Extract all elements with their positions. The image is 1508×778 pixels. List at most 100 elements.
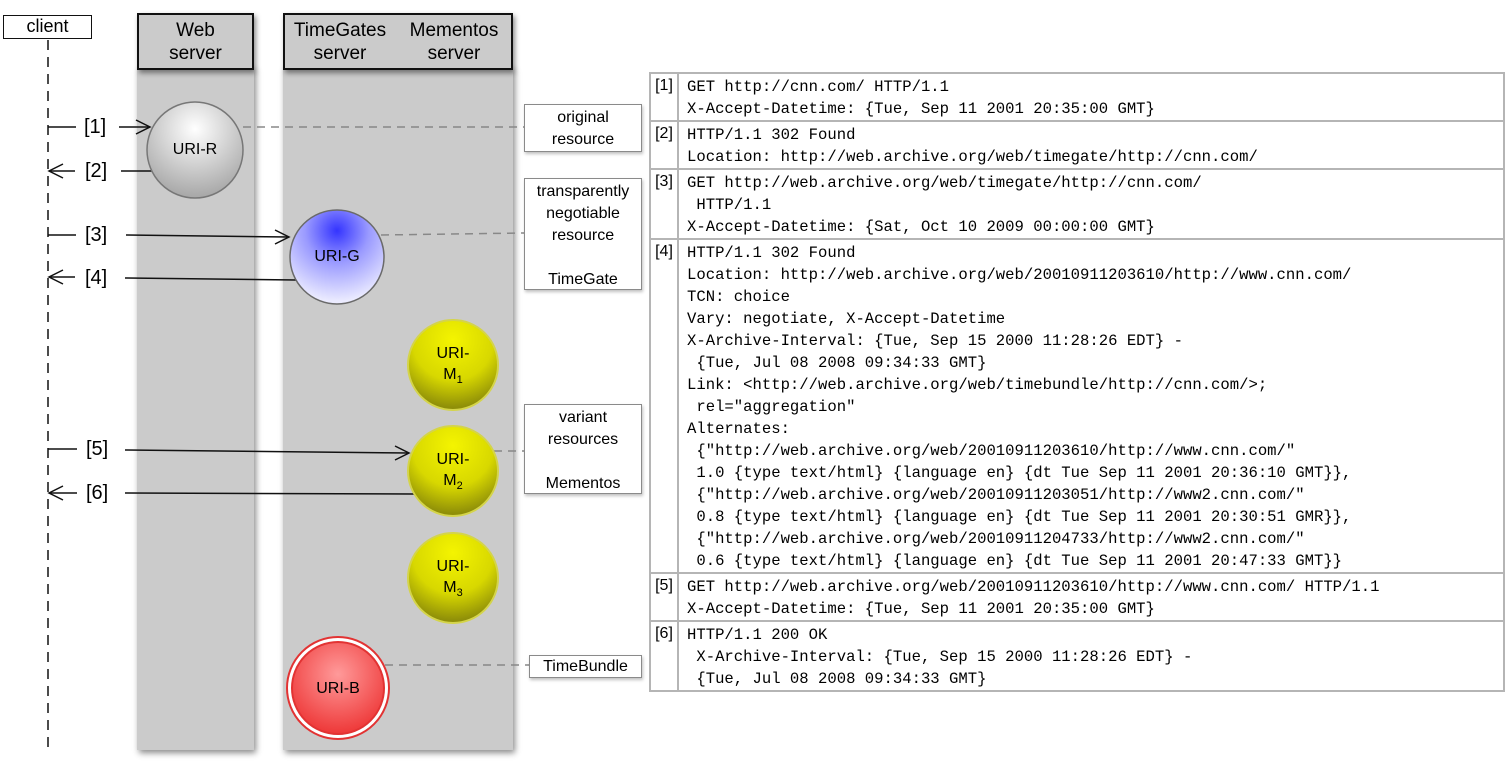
step-5-arrowhead bbox=[394, 445, 411, 461]
step-3-arrowhead bbox=[274, 229, 291, 245]
note-mementos-line: variant bbox=[558, 409, 608, 426]
message-id: [3] bbox=[649, 168, 679, 240]
note-timegate-line: resource bbox=[551, 227, 615, 244]
step-3-label: [3] bbox=[85, 224, 108, 246]
message-line: HTTP/1.1 bbox=[687, 196, 772, 214]
step-4-return-line bbox=[124, 277, 297, 281]
step-3-arrow-line bbox=[125, 234, 290, 238]
step-5-arrow-line bbox=[124, 449, 410, 454]
message-line: Alternates: bbox=[687, 420, 790, 438]
message-line: 0.6 {type text/html} {language en} {dt T… bbox=[687, 552, 1343, 570]
step-5-label: [5] bbox=[86, 438, 109, 460]
note-mementos: variant resources Mementos bbox=[524, 404, 642, 494]
step-1-label: [1] bbox=[84, 116, 107, 138]
message-line: X-Accept-Datetime: {Sat, Oct 10 2009 00:… bbox=[687, 218, 1155, 236]
message-line: HTTP/1.1 302 Found bbox=[687, 244, 856, 262]
step-1-arrowhead bbox=[135, 119, 152, 135]
uri-m1-label-main: URI- M bbox=[436, 345, 470, 383]
message-line: Location: http://web.archive.org/web/200… bbox=[687, 266, 1352, 284]
note-original-resource: original resource bbox=[524, 104, 642, 152]
archive-server-header: TimeGates server Mementos server bbox=[283, 13, 513, 70]
uri-m3-label-sub: 3 bbox=[456, 587, 463, 599]
message-body: HTTP/1.1 200 OK X-Archive-Interval: {Tue… bbox=[677, 620, 1505, 692]
message-line: X-Archive-Interval: {Tue, Sep 15 2000 11… bbox=[687, 648, 1193, 666]
web-server-title: Web server bbox=[169, 20, 222, 64]
uri-g-node bbox=[289, 209, 385, 305]
web-server-header: Web server bbox=[137, 13, 254, 70]
message-line: 0.8 {type text/html} {language en} {dt T… bbox=[687, 508, 1352, 526]
message-id: [6] bbox=[649, 620, 679, 692]
message-id: [4] bbox=[649, 238, 679, 574]
message-line: TCN: choice bbox=[687, 288, 790, 306]
note-original-line: original bbox=[557, 109, 609, 126]
connector-timegate bbox=[380, 232, 525, 236]
note-timegate-line: negotiable bbox=[546, 205, 620, 222]
message-line: rel="aggregation" bbox=[687, 398, 856, 416]
note-mementos-line: Mementos bbox=[545, 475, 621, 492]
uri-m3-node bbox=[407, 532, 499, 624]
note-mementos-line bbox=[525, 451, 641, 473]
message-line: Vary: negotiate, X-Accept-Datetime bbox=[687, 310, 1006, 328]
message-line: Link: <http://web.archive.org/web/timebu… bbox=[687, 376, 1268, 394]
uri-b-label: URI-B bbox=[316, 680, 360, 697]
note-original-line: resource bbox=[551, 131, 615, 148]
message-line: {"http://web.archive.org/web/20010911204… bbox=[687, 530, 1305, 548]
archive-server-lane bbox=[283, 67, 513, 750]
uri-m3-label: URI- M3 bbox=[408, 556, 498, 599]
message-line: {"http://web.archive.org/web/20010911203… bbox=[687, 486, 1305, 504]
uri-m1-label-sub: 1 bbox=[456, 374, 463, 386]
uri-m1-node bbox=[407, 319, 499, 411]
mementos-server-title: Mementos server bbox=[409, 20, 499, 64]
message-body: GET http://web.archive.org/web/timegate/… bbox=[677, 168, 1505, 240]
message-id: [5] bbox=[649, 572, 679, 622]
note-timegate-line: transparently bbox=[536, 183, 630, 200]
step-2-label: [2] bbox=[85, 160, 108, 182]
step-6-label: [6] bbox=[86, 482, 109, 504]
message-line: X-Accept-Datetime: {Tue, Sep 11 2001 20:… bbox=[687, 600, 1155, 618]
message-line: HTTP/1.1 200 OK bbox=[687, 626, 828, 644]
step-6-return-line bbox=[124, 492, 415, 495]
message-line: HTTP/1.1 302 Found bbox=[687, 126, 856, 144]
uri-b-node bbox=[291, 641, 385, 735]
message-row: [6]HTTP/1.1 200 OK X-Archive-Interval: {… bbox=[649, 620, 1505, 692]
message-line: 1.0 {type text/html} {language en} {dt T… bbox=[687, 464, 1352, 482]
note-timebundle: TimeBundle bbox=[529, 655, 642, 678]
message-line: {Tue, Jul 08 2008 09:34:33 GMT} bbox=[687, 670, 987, 688]
message-row: [5] GET http://web.archive.org/web/200109… bbox=[649, 572, 1505, 622]
uri-r-label: URI-R bbox=[172, 141, 218, 158]
uri-m2-node bbox=[407, 425, 499, 517]
uri-m2-label: URI- M2 bbox=[408, 449, 498, 492]
step-4-label: [4] bbox=[85, 267, 108, 289]
message-line: X-Archive-Interval: {Tue, Sep 15 2000 11… bbox=[687, 332, 1183, 350]
note-timegate-line: TimeGate bbox=[548, 271, 618, 288]
message-id: [1] bbox=[649, 72, 679, 122]
uri-m1-label: URI- M1 bbox=[408, 343, 498, 386]
message-line: X-Accept-Datetime: {Tue, Sep 11 2001 20:… bbox=[687, 100, 1155, 118]
uri-m2-label-sub: 2 bbox=[456, 480, 463, 492]
message-line: {Tue, Jul 08 2008 09:34:33 GMT} bbox=[687, 354, 987, 372]
uri-r-node bbox=[146, 101, 244, 199]
message-line: {"http://web.archive.org/web/20010911203… bbox=[687, 442, 1296, 460]
note-mementos-line: resources bbox=[547, 431, 619, 448]
message-line: GET http://web.archive.org/web/200109112… bbox=[687, 578, 1380, 596]
client-box: client bbox=[3, 15, 92, 39]
timegates-server-title: TimeGates server bbox=[293, 20, 387, 64]
note-timebundle-line: TimeBundle bbox=[543, 658, 628, 675]
note-timegate-line bbox=[525, 247, 641, 269]
note-timegate: transparently negotiable resource TimeGa… bbox=[524, 178, 642, 290]
uri-m2-label-main: URI- M bbox=[436, 451, 470, 489]
message-line: GET http://cnn.com/ HTTP/1.1 bbox=[687, 78, 950, 96]
message-body: GET http://web.archive.org/web/200109112… bbox=[677, 572, 1505, 622]
uri-m3-label-main: URI- M bbox=[436, 558, 470, 596]
message-id: [2] bbox=[649, 120, 679, 170]
message-line: Location: http://web.archive.org/web/tim… bbox=[687, 148, 1258, 166]
